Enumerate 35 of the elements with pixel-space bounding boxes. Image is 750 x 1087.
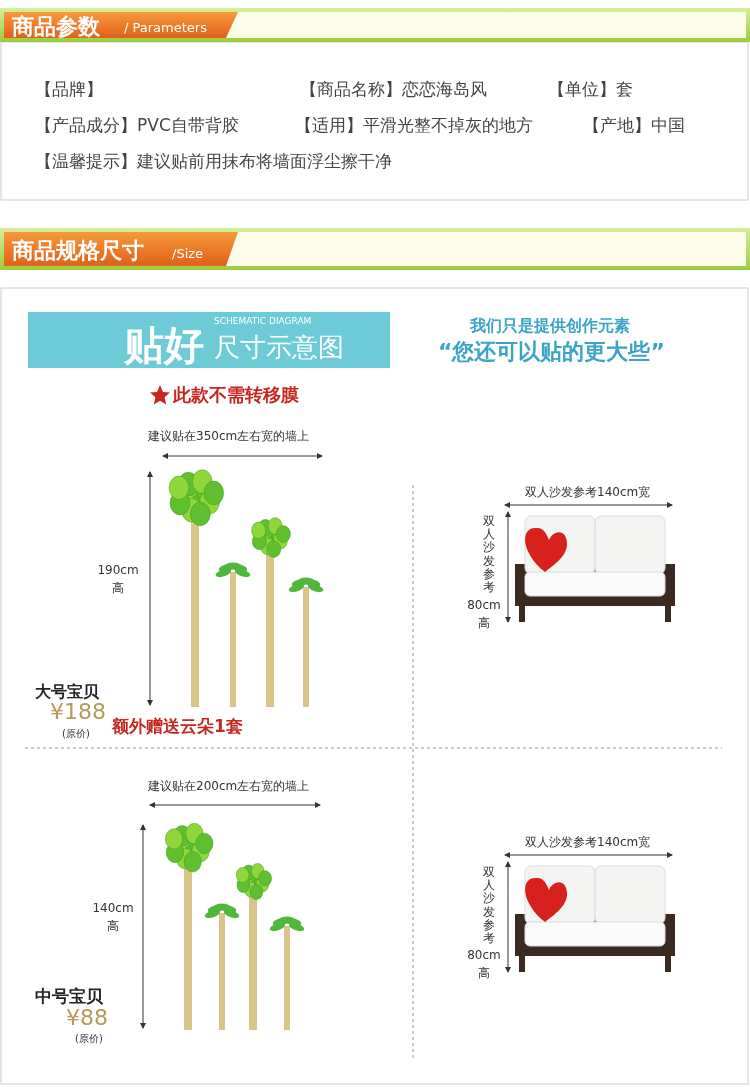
slogan-text: “您还可以贴的更大些” [438, 338, 665, 366]
tip-text: 【温馨提示】建议贴前用抹布将墙面浮尘擦干净 [35, 150, 392, 173]
size-label: 中号宝贝 [35, 985, 103, 1008]
parameter-text: 【产地】中国 [583, 114, 685, 137]
slogan-text: 我们只是提供创作元素 [470, 316, 630, 337]
note-text: 此款不需转移膜 [173, 383, 299, 407]
subheading: 尺寸示意图 [214, 331, 344, 364]
subheading: SCHEMATIC DIAGRAM [214, 316, 312, 326]
section-header-band [0, 228, 750, 270]
dimension-label: 双人沙发参考140cm宽 [525, 834, 651, 851]
price-note: (原价) [75, 1032, 103, 1046]
title-ribbon [28, 312, 390, 368]
parameter-text: 【适用】平滑光整不掉灰的地方 [295, 114, 533, 137]
dimension-label: 建议贴在350cm左右宽的墙上 [148, 428, 310, 445]
heading: 商品规格尺寸 [12, 237, 144, 265]
subheading: / Parameters [124, 20, 207, 35]
dimension-label: 双人沙发参考 [483, 866, 495, 946]
subheading: /Size [172, 246, 204, 261]
dimension-label: 80cm 高 [466, 947, 502, 982]
price-text: ¥88 [66, 1005, 108, 1030]
dimension-label: 140cm 高 [91, 900, 135, 935]
dimension-label: 双人沙发参考140cm宽 [525, 484, 651, 501]
gift-text: 额外赠送云朵1套 [112, 715, 243, 738]
parameter-text: 【商品名称】恋恋海岛风 [300, 78, 487, 101]
section-header-band [0, 8, 750, 42]
heading: 商品参数 [12, 13, 100, 41]
parameter-text: 【单位】套 [548, 78, 633, 101]
heading: 贴好 [124, 321, 204, 370]
parameter-text: 【品牌】 [35, 78, 103, 101]
dimension-label: 建议贴在200cm左右宽的墙上 [148, 778, 310, 795]
price-note: (原价) [62, 727, 90, 741]
parameter-text: 【产品成分】PVC自带背胶 [35, 114, 239, 137]
dimension-label: 双人沙发参考 [483, 515, 495, 595]
dimension-label: 80cm 高 [466, 597, 502, 632]
dimension-label: 190cm 高 [96, 562, 140, 597]
